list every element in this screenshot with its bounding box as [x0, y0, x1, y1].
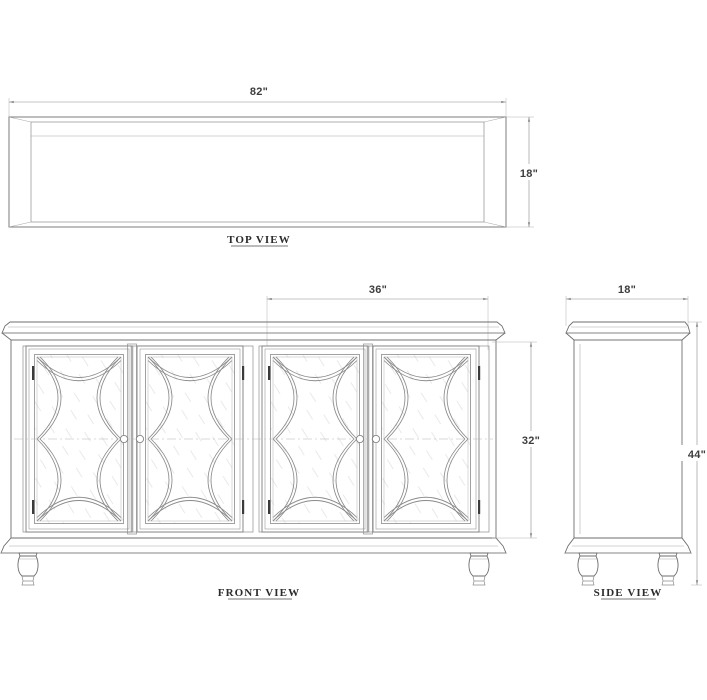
- door-knob-4[interactable]: [371, 434, 380, 443]
- dimension-side-height: 44": [681, 321, 707, 586]
- dimension-top-width: 82": [8, 82, 507, 118]
- door-knob-3[interactable]: [355, 434, 364, 443]
- front-view-label: FRONT VIEW: [218, 587, 300, 599]
- dimension-front-span: 36": [266, 281, 489, 350]
- top-view-inner-outline: [30, 121, 485, 223]
- top-view-outer-outline: [8, 116, 507, 228]
- side-base-molding: [564, 537, 692, 554]
- side-crown-molding: [565, 321, 691, 341]
- dimension-side-depth: 18": [565, 281, 689, 326]
- dimension-label-side-depth: 18": [618, 284, 636, 296]
- dimension-label-top-width: 82": [250, 86, 268, 98]
- dimension-label-side-height: 44": [688, 449, 706, 461]
- side-view-group: 18": [564, 281, 707, 600]
- top-view-bevel-lines: [8, 116, 507, 228]
- top-view-group: 82" 18" TOP VIEW: [8, 82, 545, 247]
- door-knob-2[interactable]: [135, 434, 144, 443]
- dimension-label-front-span: 36": [369, 284, 387, 296]
- front-view-group: 36": [0, 281, 547, 600]
- dimension-top-depth: 18": [506, 116, 545, 228]
- door-knob-1[interactable]: [120, 434, 129, 443]
- side-view-label: SIDE VIEW: [594, 587, 663, 599]
- dimension-label-top-depth: 18": [520, 168, 538, 180]
- side-foot-front: [577, 552, 599, 586]
- dimension-label-front-height: 32": [522, 435, 540, 447]
- front-base-molding: [0, 537, 507, 554]
- top-view-label: TOP VIEW: [227, 234, 291, 246]
- side-cabinet-body: [573, 339, 683, 539]
- front-foot-left: [17, 552, 39, 586]
- side-foot-back: [657, 552, 679, 586]
- front-crown-molding: [1, 321, 506, 341]
- dimension-front-height: 32": [492, 341, 547, 539]
- front-foot-right: [468, 552, 490, 586]
- front-door-hinges: [32, 366, 481, 514]
